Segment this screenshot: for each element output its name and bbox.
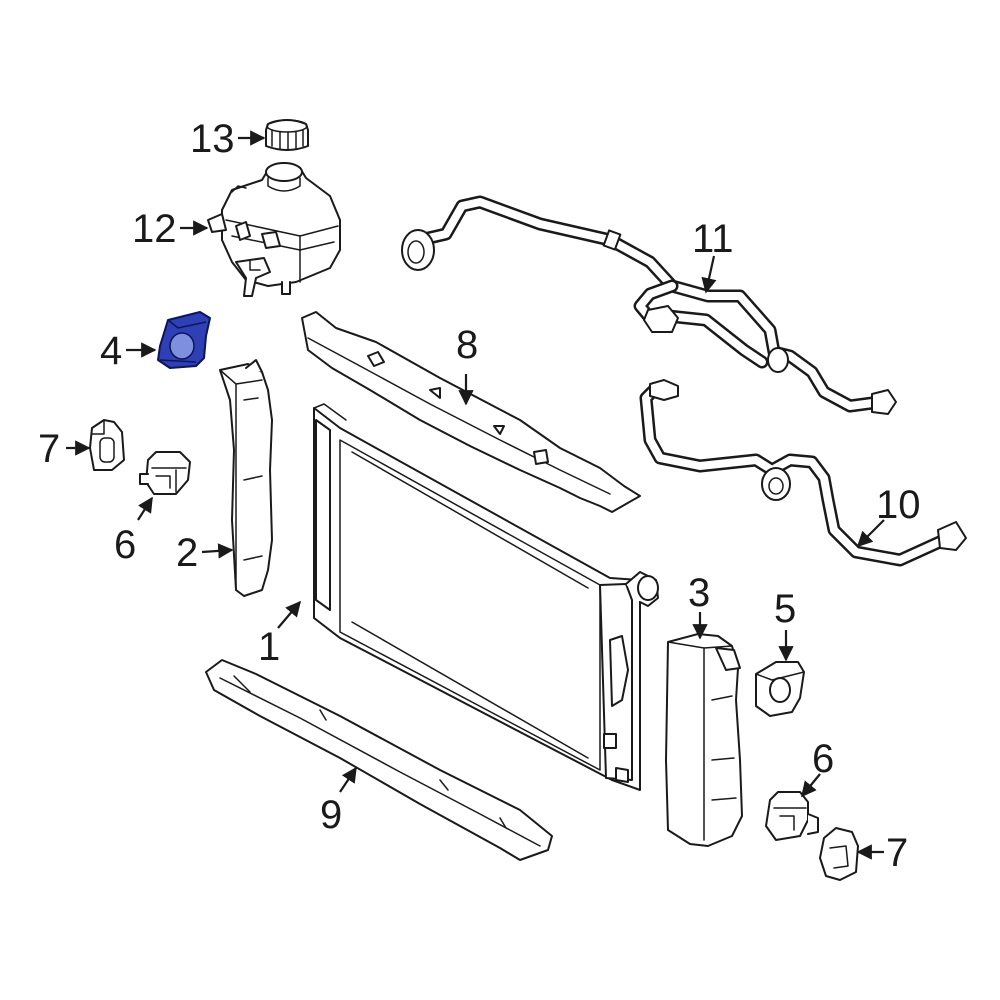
leader-9 [339, 766, 357, 793]
part-3-right-air-duct [665, 633, 743, 847]
leader-2 [201, 543, 234, 559]
part-4-bracket-highlighted [157, 311, 211, 369]
part-6-mount-right [765, 791, 819, 841]
part-12-expansion-tank [207, 162, 341, 297]
part-1-radiator [313, 403, 659, 791]
callout-10: 10 [876, 483, 921, 527]
callout-7-right: 7 [886, 831, 908, 875]
part-6-mount-left [139, 451, 191, 495]
callout-8: 8 [456, 323, 478, 367]
callout-12: 12 [132, 207, 177, 251]
leader-10 [856, 519, 885, 548]
part-5-bracket-right [755, 661, 805, 717]
callout-6-left: 6 [114, 523, 136, 567]
leader-lines [66, 130, 885, 860]
callout-labels: 13 12 4 7 6 2 1 8 9 3 5 6 7 11 10 [38, 117, 921, 875]
part-10-lower-hose [639, 379, 967, 567]
callout-7-left: 7 [38, 427, 60, 471]
part-13-reservoir-cap [265, 119, 309, 151]
callout-5: 5 [774, 587, 796, 631]
part-8-upper-seal [301, 311, 641, 513]
callout-6-right: 6 [812, 737, 834, 781]
leader-6-right [801, 773, 821, 798]
leader-11 [701, 255, 717, 294]
callout-4: 4 [100, 329, 122, 373]
callout-11: 11 [692, 217, 734, 261]
callout-1: 1 [258, 625, 280, 669]
leader-6-left [137, 496, 153, 521]
callout-3: 3 [688, 571, 710, 615]
callout-9: 9 [320, 793, 342, 837]
part-2-left-air-duct [219, 359, 273, 597]
part-7-clip-left [89, 419, 125, 471]
part-7-clip-right [819, 827, 859, 881]
callout-2: 2 [176, 531, 198, 575]
leader-1 [277, 600, 301, 629]
part-11-upper-hose [401, 195, 897, 415]
callout-13: 13 [190, 117, 235, 161]
part-9-lower-seal [205, 659, 553, 861]
